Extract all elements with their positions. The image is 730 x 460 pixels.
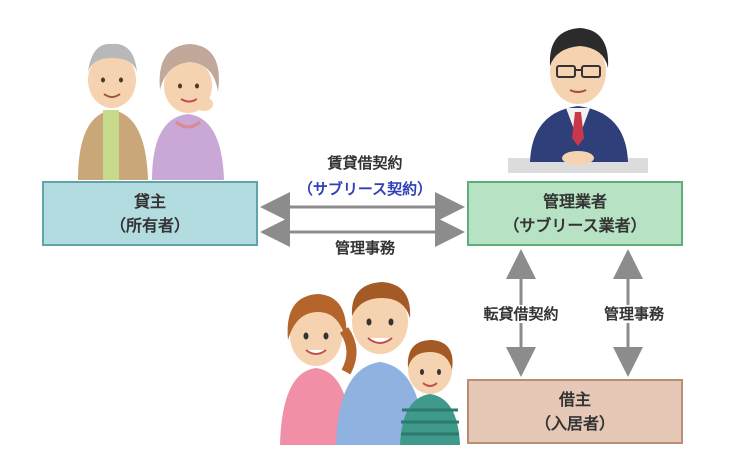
- arrows: [260, 192, 643, 377]
- management-vertical-label-wrap: 管理事務: [584, 303, 684, 324]
- tenant-title: 借主: [558, 389, 591, 409]
- family-illustration: [280, 282, 460, 445]
- manager-title: 管理業者: [542, 191, 607, 211]
- sublease-contract-label: 転貸借契約: [481, 305, 561, 323]
- manager-subtitle: （サブリース業者）: [503, 215, 647, 235]
- lease-contract-note: （サブリース契約）: [297, 180, 433, 198]
- lender-title: 貸主: [133, 191, 166, 211]
- lender-box: 貸主 （所有者）: [42, 181, 258, 246]
- tenant-subtitle: （入居者）: [534, 413, 615, 433]
- management-label: 管理事務: [334, 239, 395, 257]
- lender-subtitle: （所有者）: [109, 215, 190, 235]
- lease-contract-label: 賃貸借契約: [327, 154, 403, 172]
- elderly-couple-illustration: [78, 43, 224, 180]
- businessman-illustration: [508, 28, 648, 173]
- management-vertical-label: 管理事務: [601, 305, 666, 323]
- sublease-contract-label-wrap: 転貸借契約: [466, 303, 576, 324]
- tenant-box: 借主 （入居者）: [467, 379, 683, 444]
- manager-box: 管理業者 （サブリース業者）: [467, 181, 683, 246]
